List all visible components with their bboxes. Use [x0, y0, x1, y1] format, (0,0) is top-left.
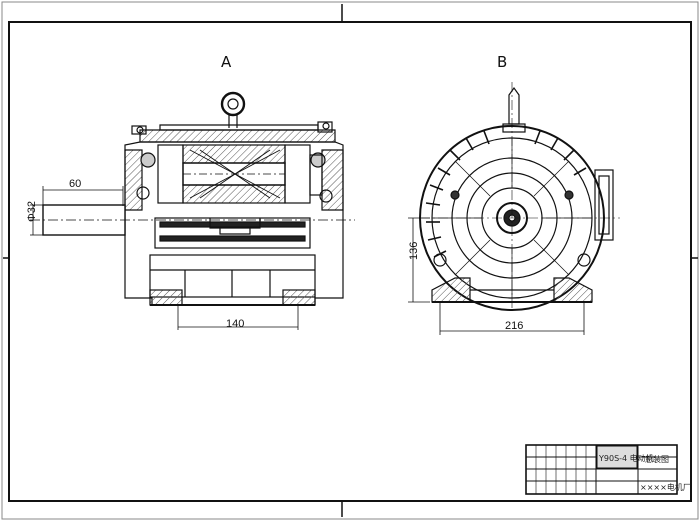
view-b-dimension-lines	[408, 217, 585, 335]
title-block-drawing-name: 总装图	[645, 454, 669, 464]
drawing-frame	[8, 21, 692, 502]
dim-shaft-diameter: Φ32	[26, 201, 38, 222]
title-block-model: Y90S-4 电动机	[598, 453, 654, 463]
lifting-eye-icon	[220, 91, 246, 128]
dim-shaft-length: 60	[69, 178, 81, 190]
dim-foot-spacing-a: 140	[226, 318, 244, 330]
view-a-side-section	[30, 91, 355, 306]
centering-marks	[3, 4, 698, 517]
view-b-end-view	[419, 82, 620, 311]
title-block	[525, 444, 678, 495]
dim-foot-spacing-b: 216	[505, 320, 523, 332]
view-a-label: A	[221, 53, 232, 71]
title-block-maker: ××××电机厂	[640, 482, 691, 492]
dim-center-height: 136	[408, 242, 420, 260]
cooling-fins	[425, 130, 587, 258]
view-b-label: B	[497, 53, 507, 71]
view-a-dimension-lines	[30, 186, 299, 330]
